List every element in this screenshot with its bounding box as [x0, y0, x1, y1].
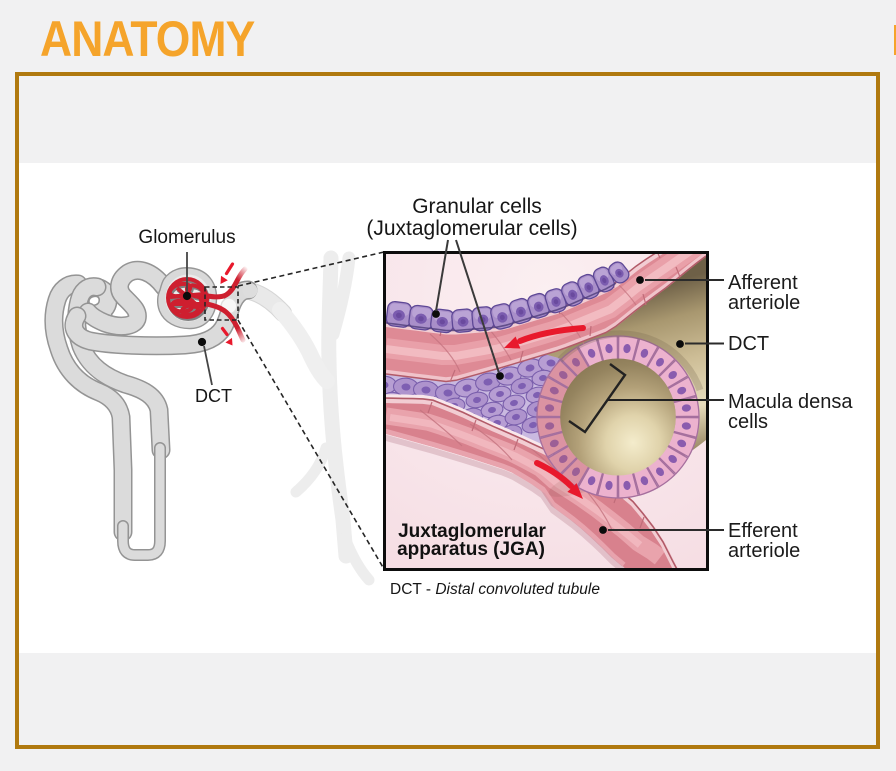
- svg-text:DCT - Distal convoluted tubule: DCT - Distal convoluted tubule: [390, 581, 600, 598]
- svg-text:cells: cells: [728, 411, 768, 433]
- svg-text:DCT: DCT: [195, 386, 232, 406]
- svg-text:Granular cells: Granular cells: [412, 195, 542, 218]
- svg-text:Macula densa: Macula densa: [728, 391, 853, 413]
- svg-text:Juxtaglomerular: Juxtaglomerular: [398, 521, 546, 542]
- svg-text:DCT: DCT: [728, 333, 769, 355]
- svg-text:apparatus (JGA): apparatus (JGA): [397, 539, 545, 560]
- svg-text:(Juxtaglomerular cells): (Juxtaglomerular cells): [366, 217, 577, 240]
- svg-text:Afferent: Afferent: [728, 272, 798, 294]
- svg-text:Efferent: Efferent: [728, 520, 798, 542]
- svg-text:arteriole: arteriole: [728, 292, 800, 314]
- svg-text:arteriole: arteriole: [728, 540, 800, 562]
- svg-text:Glomerulus: Glomerulus: [138, 227, 235, 248]
